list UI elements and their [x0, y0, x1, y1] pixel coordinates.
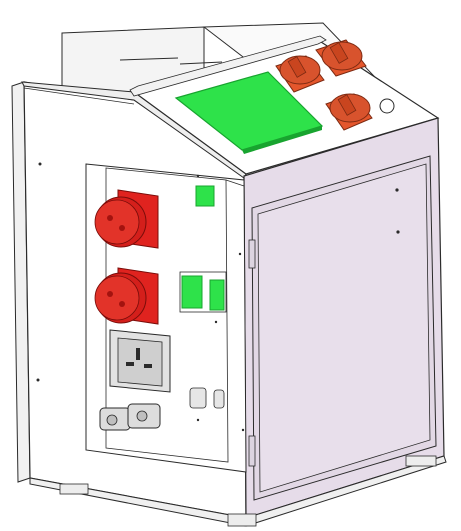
gland-ports: [189, 387, 225, 409]
green-indicator-top: [195, 185, 215, 207]
red-socket-lower: [94, 267, 159, 325]
panel-screw: [38, 162, 42, 166]
top-port: [379, 98, 395, 114]
door-screw: [395, 188, 399, 192]
foot: [405, 455, 437, 467]
door-hinge-top: [248, 239, 256, 269]
green-indicator-left: [181, 275, 203, 309]
side-door-panel: [257, 163, 431, 493]
panel-screw: [196, 418, 200, 422]
orange-socket-right: [315, 39, 367, 77]
door-screw: [396, 230, 400, 234]
red-socket-upper: [94, 189, 159, 249]
panel-screw: [241, 428, 245, 432]
foot: [227, 513, 257, 527]
cable-glands: [99, 403, 161, 431]
domestic-socket: [109, 329, 171, 393]
panel-screw: [196, 174, 200, 178]
panel-screw: [36, 378, 40, 382]
door-hinge-bottom: [248, 435, 256, 467]
panel-screw: [214, 320, 218, 324]
orange-socket-front: [325, 93, 373, 131]
foot: [59, 483, 89, 495]
panel-screw: [238, 252, 242, 256]
top-back-strip: [129, 35, 327, 97]
orange-socket-left: [275, 55, 325, 93]
green-indicator-right: [209, 279, 225, 311]
indicator-frame: [179, 271, 227, 313]
